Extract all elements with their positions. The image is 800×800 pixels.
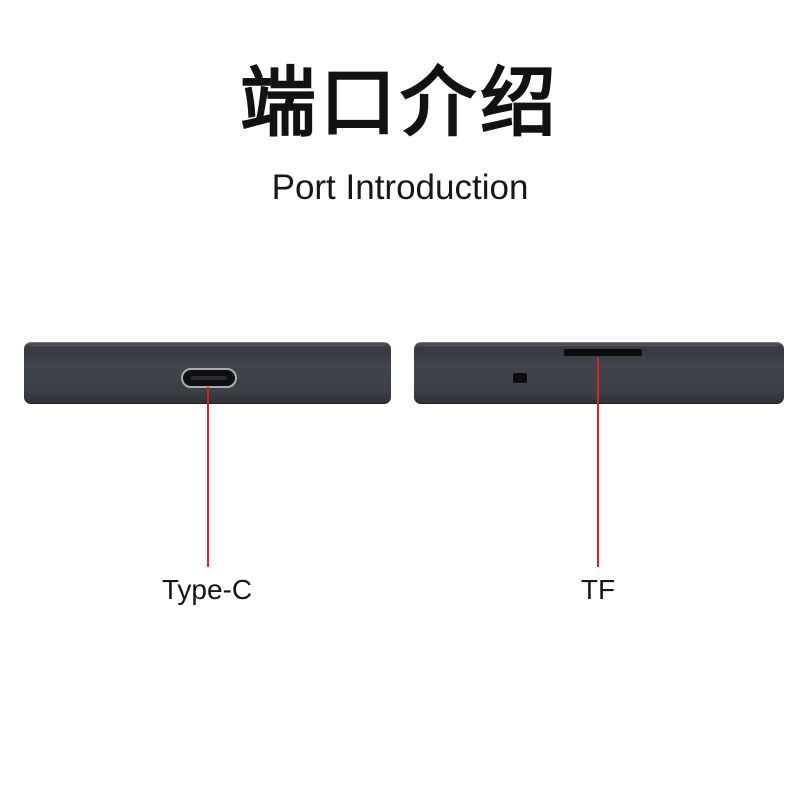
page-subtitle: Port Introduction bbox=[271, 168, 529, 207]
port-label-tf: TF bbox=[580, 574, 616, 605]
usb-type-c-port-icon bbox=[181, 368, 237, 388]
tf-card-slot-icon bbox=[564, 349, 642, 356]
indicator-light-icon bbox=[513, 373, 527, 383]
port-label-typec: Type-C bbox=[161, 574, 253, 605]
typec-leader-line bbox=[207, 387, 209, 567]
page-title: 端口介绍 bbox=[240, 58, 560, 147]
device-side-tf bbox=[414, 342, 784, 404]
tf-leader-line bbox=[597, 357, 599, 567]
